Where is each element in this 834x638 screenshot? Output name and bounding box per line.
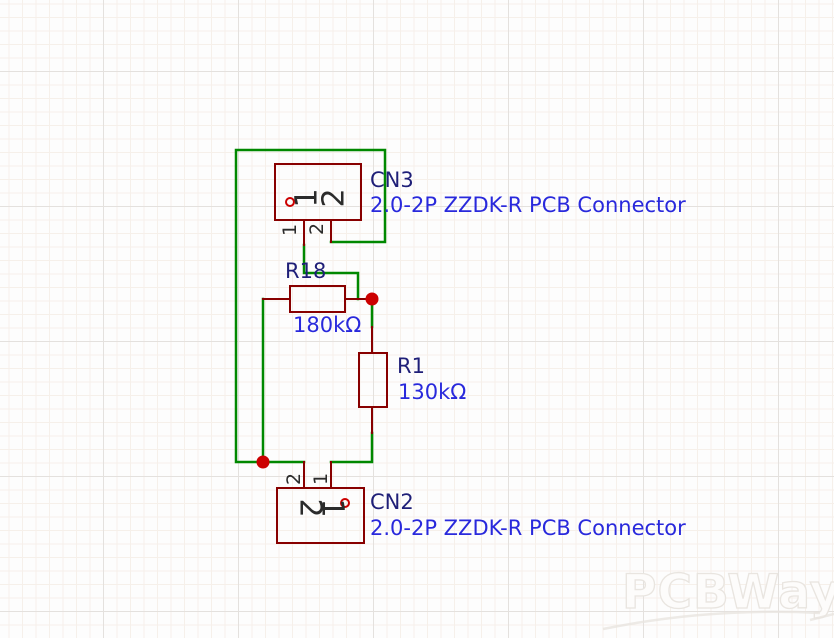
r18-value[interactable]: 180kΩ bbox=[293, 313, 362, 337]
r1-body[interactable] bbox=[358, 352, 388, 408]
cn3-body[interactable] bbox=[274, 163, 362, 221]
cn3-designator[interactable]: CN3 bbox=[370, 168, 414, 192]
r1-symbol[interactable] bbox=[358, 326, 388, 434]
wire-segment[interactable] bbox=[234, 148, 387, 464]
r18-designator[interactable]: R18 bbox=[285, 259, 327, 283]
watermark-swoosh bbox=[602, 610, 834, 631]
cn2-pin-number-outside: 2 bbox=[283, 472, 305, 486]
cn3-symbol[interactable] bbox=[274, 163, 362, 246]
cn3-part-name[interactable]: 2.0-2P ZZDK-R PCB Connector bbox=[370, 193, 686, 217]
cn2-pin-number-inside: 1 bbox=[314, 498, 350, 518]
cn3-pin1-indicator-icon bbox=[285, 197, 295, 207]
r18-body[interactable] bbox=[289, 285, 346, 313]
wire-segment[interactable] bbox=[302, 243, 360, 301]
cn2-symbol[interactable] bbox=[276, 461, 365, 544]
junction-dot bbox=[256, 455, 270, 469]
r1-value[interactable]: 130kΩ bbox=[398, 380, 467, 404]
junction-dot bbox=[365, 292, 379, 306]
wire-segment[interactable] bbox=[329, 431, 374, 464]
cn2-body[interactable] bbox=[276, 487, 365, 544]
cn2-pin1-indicator-icon bbox=[340, 498, 350, 508]
r1-designator[interactable]: R1 bbox=[397, 354, 425, 378]
cn3-pin-number-inside: 2 bbox=[316, 188, 352, 208]
cn3-pin-number-outside: 2 bbox=[306, 222, 328, 236]
cn2-pin-number-outside: 1 bbox=[310, 472, 332, 486]
cn2-designator[interactable]: CN2 bbox=[370, 490, 414, 514]
r18-symbol[interactable] bbox=[262, 285, 373, 313]
cn3-pin-number-outside: 1 bbox=[279, 223, 301, 237]
cn2-part-name[interactable]: 2.0-2P ZZDK-R PCB Connector bbox=[370, 516, 686, 540]
